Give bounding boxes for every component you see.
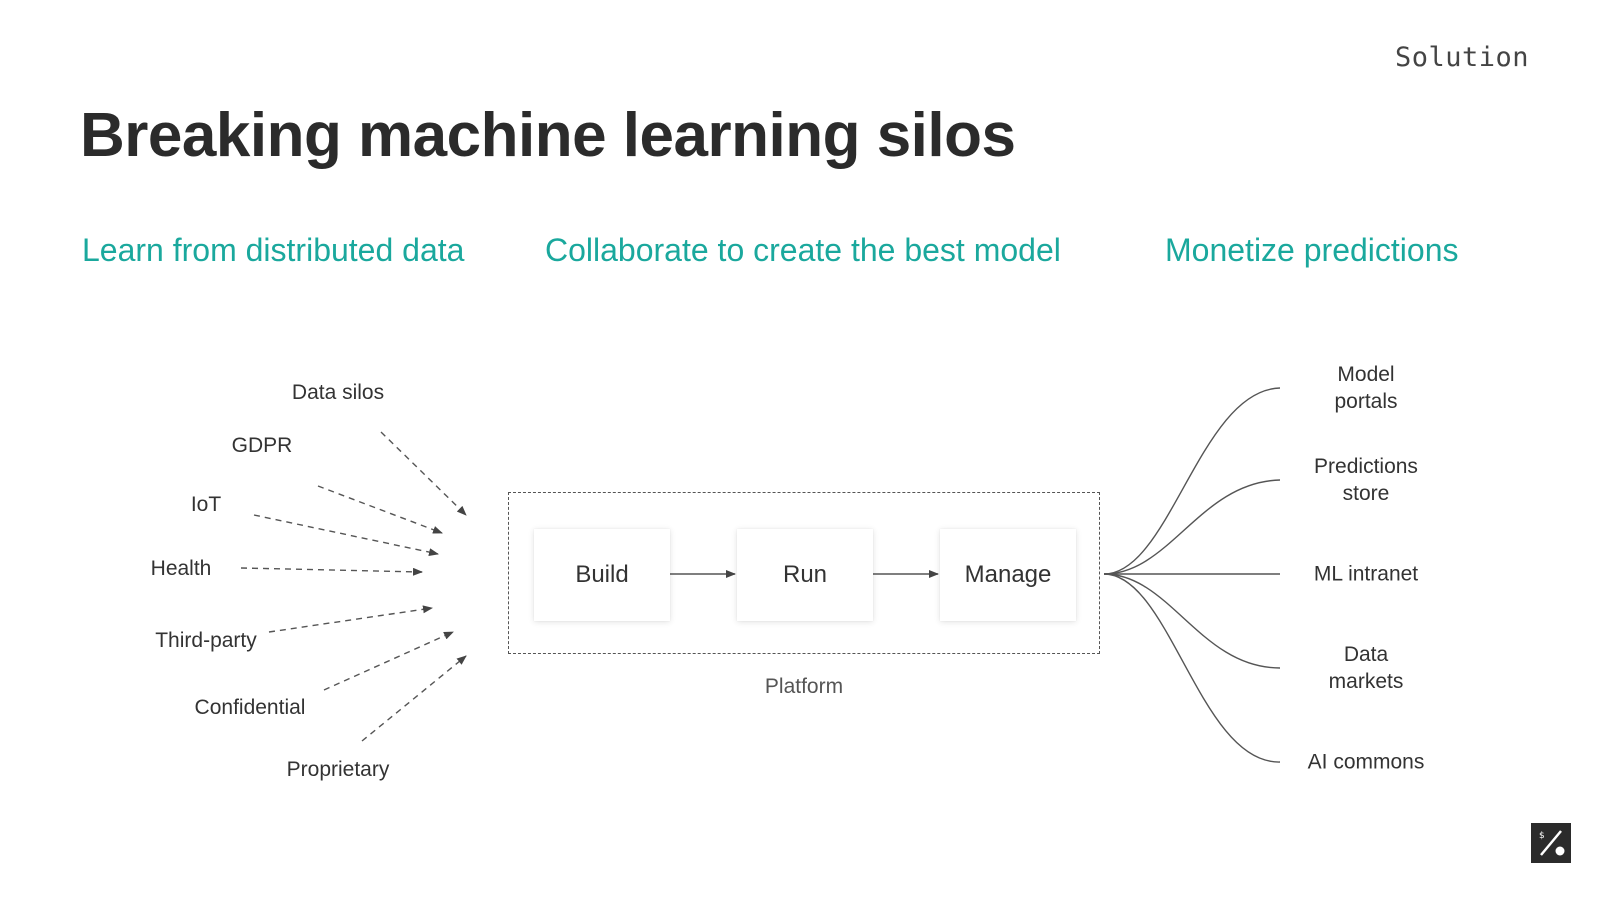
arrow-proprietary bbox=[361, 655, 467, 742]
source-data-silos: Data silos bbox=[291, 381, 385, 404]
source-proprietary: Proprietary bbox=[286, 758, 390, 781]
arrow-health bbox=[240, 567, 423, 576]
percent-logo-icon: $ bbox=[1531, 823, 1571, 863]
source-confidential: Confidential bbox=[194, 696, 306, 719]
svg-text:$: $ bbox=[1539, 831, 1545, 841]
platform-label: Platform bbox=[764, 675, 844, 698]
platform-frame bbox=[508, 492, 1100, 654]
curve-model-portals bbox=[1103, 387, 1281, 575]
output-ml-intranet: ML intranet bbox=[1313, 562, 1419, 586]
source-iot: IoT bbox=[190, 493, 222, 516]
slide-title: Breaking machine learning silos bbox=[80, 101, 1016, 170]
stage-manage: Manage bbox=[940, 529, 1076, 621]
arrow-third-party bbox=[268, 605, 433, 633]
source-gdpr: GDPR bbox=[231, 434, 293, 457]
curve-data-markets bbox=[1103, 573, 1281, 669]
arrow-data-silos bbox=[380, 431, 467, 516]
source-health: Health bbox=[150, 557, 212, 580]
stage-run: Run bbox=[737, 529, 873, 621]
curve-ai-commons bbox=[1103, 573, 1281, 763]
source-third-party: Third-party bbox=[155, 629, 257, 652]
pillar-learn: Learn from distributed data bbox=[82, 232, 465, 268]
stage-build: Build bbox=[534, 529, 670, 621]
arrow-gdpr bbox=[317, 485, 443, 534]
pillar-collaborate: Collaborate to create the best model bbox=[545, 232, 1061, 268]
section-tag: Solution bbox=[1395, 42, 1530, 73]
pillar-monetize: Monetize predictions bbox=[1165, 232, 1459, 268]
arrow-confidential bbox=[323, 631, 454, 691]
output-ai-commons: AI commons bbox=[1307, 750, 1425, 774]
arrow-iot bbox=[253, 514, 439, 557]
curve-predictions-store bbox=[1103, 479, 1281, 575]
